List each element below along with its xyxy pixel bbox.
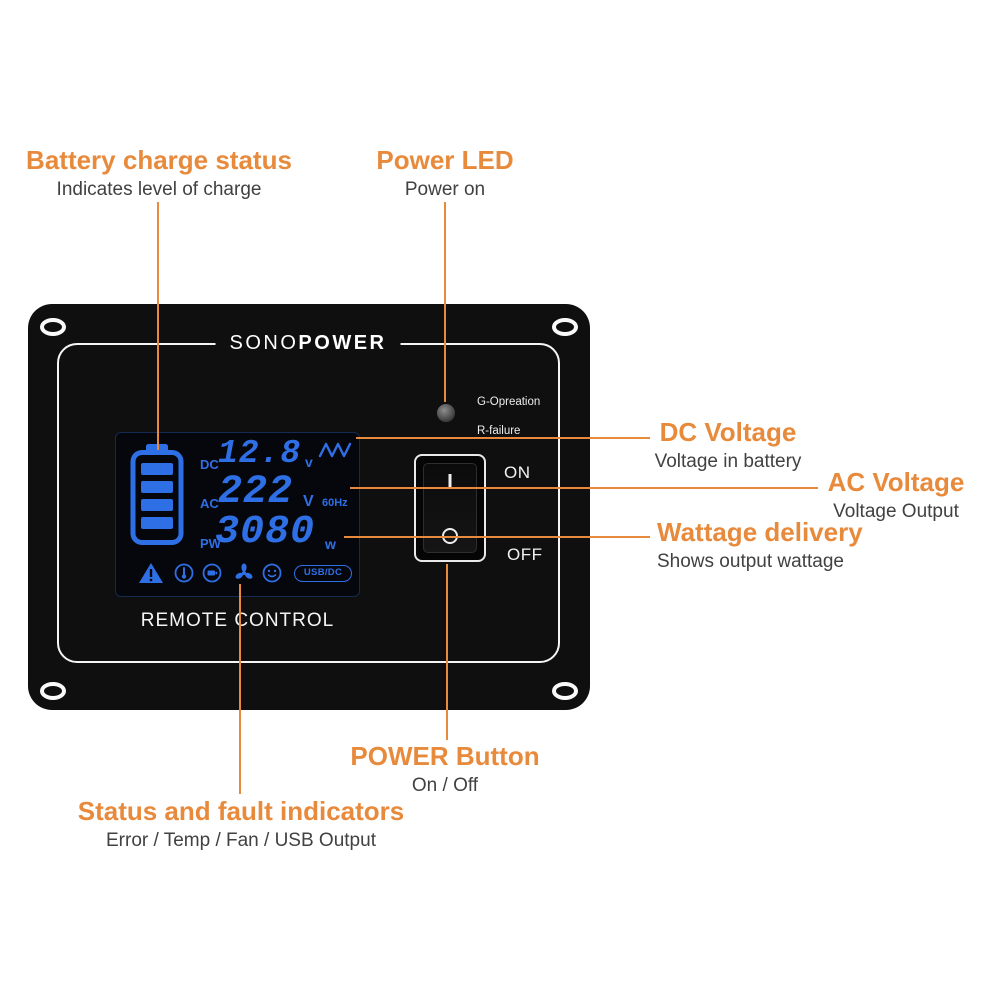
dc-value: 12.8 [218,435,302,472]
brand-sono: SONO [229,332,299,354]
screw-hole-icon [40,318,66,336]
callout-power-led: Power LED Power on [345,145,545,202]
lcd-display: DC 12.8 v AC 222 V 60Hz PW 3080 w [115,432,360,597]
remote-panel: SONOPOWER DC 12.8 v AC 222 V 60Hz PW 308… [28,304,590,710]
usb-dc-badge: USB/DC [294,565,352,582]
switch-off-label: OFF [507,545,543,564]
power-led-indicator [437,404,455,422]
callout-battery-subtitle: Indicates level of charge [56,178,262,200]
screw-hole-icon [552,318,578,336]
dc-unit: v [305,454,313,470]
callout-line-battery [157,202,159,450]
ac-frequency: 60Hz [322,497,348,509]
callout-ac-voltage: AC Voltage Voltage Output [806,467,986,524]
callout-dc-voltage: DC Voltage Voltage in battery [643,417,813,474]
callout-battery-title: Battery charge status [26,145,292,175]
callout-power-led-subtitle: Power on [404,178,486,200]
callout-power-led-title: Power LED [376,145,514,175]
callout-line-power-button [446,564,448,740]
face-icon [262,563,282,583]
callout-line-dc-voltage [356,437,650,439]
warning-icon [139,563,163,583]
ac-unit: V [303,493,314,510]
callout-ac-subtitle: Voltage Output [833,500,959,522]
screw-hole-icon [40,682,66,700]
callout-line-wattage [344,536,650,538]
wave-icon [318,442,352,458]
callout-wattage-subtitle: Shows output wattage [657,550,844,572]
remote-control-label: REMOTE CONTROL [140,610,335,631]
dc-label: DC [200,457,219,472]
led-failure-label: R-failure [477,425,521,437]
callout-power-button-title: POWER Button [350,741,540,771]
callout-status-indicators: Status and fault indicators Error / Temp… [60,796,422,853]
callout-power-button: POWER Button On / Off [345,741,545,798]
power-rocker-switch [414,454,486,562]
pw-unit: w [325,536,336,552]
brand-power: POWER [298,332,387,354]
callout-wattage: Wattage delivery Shows output wattage [657,517,897,574]
pw-value: 3080 [215,510,316,555]
callout-ac-title: AC Voltage [827,467,965,497]
battery-status-icon [202,563,222,583]
callout-line-power-led [444,202,446,402]
ac-value: 222 [218,470,294,515]
ac-label: AC [200,496,219,511]
callout-dc-subtitle: Voltage in battery [654,450,802,472]
fan-icon [235,563,253,579]
callout-dc-title: DC Voltage [659,417,797,447]
callout-status-title: Status and fault indicators [77,796,405,826]
callout-line-status [239,584,241,794]
switch-on-symbol-icon [448,474,452,489]
callout-battery-charge: Battery charge status Indicates level of… [19,145,299,202]
brand-logo: SONOPOWER [215,332,401,355]
callout-wattage-title: Wattage delivery [657,517,863,547]
temperature-icon [174,563,194,583]
callout-status-subtitle: Error / Temp / Fan / USB Output [106,829,376,851]
switch-on-label: ON [504,463,531,482]
pw-label: PW [200,536,221,551]
callout-line-ac-voltage [350,487,818,489]
led-operation-label: G-Opreation [477,396,541,408]
battery-charge-icon [130,444,184,545]
callout-power-button-subtitle: On / Off [411,774,479,796]
screw-hole-icon [552,682,578,700]
